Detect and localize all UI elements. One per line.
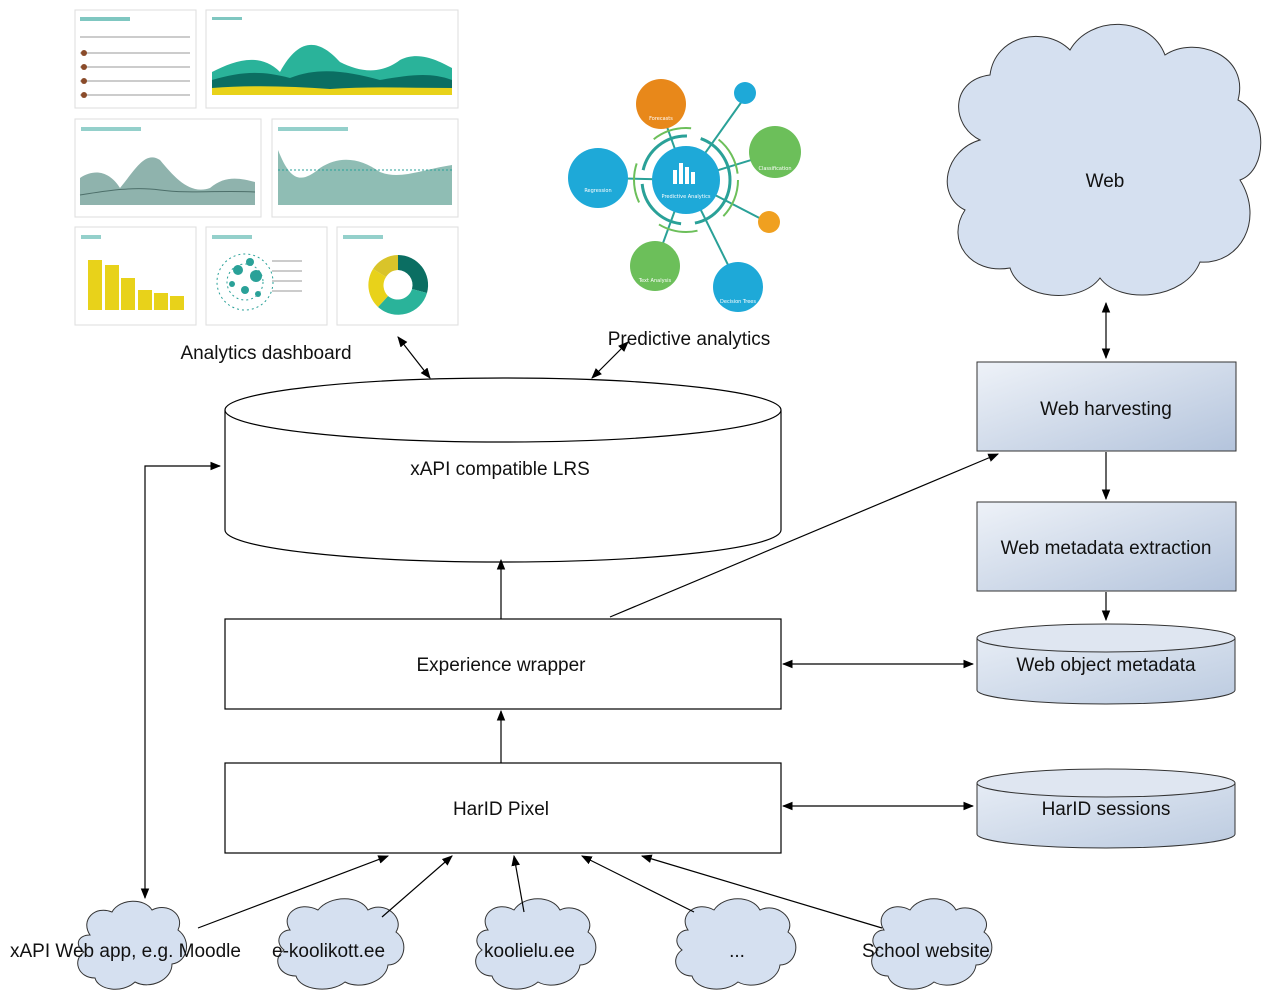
web-object-metadata-label: Web object metadata xyxy=(1016,655,1196,676)
harid-pixel-label: HarID Pixel xyxy=(453,799,549,820)
predictive-satellite-label: Text Analysis xyxy=(638,278,672,284)
predictive-satellite-label: Forecasts xyxy=(649,116,673,122)
source-cloud-xapi-app xyxy=(77,900,187,990)
predictive-satellite-label: Decision Trees xyxy=(720,299,756,305)
web-harvesting-box: Web harvesting xyxy=(976,361,1237,452)
web-metadata-extraction-label: Web metadata extraction xyxy=(1001,538,1212,559)
source-label-e-koolikott: e-koolikott.ee xyxy=(272,941,385,962)
source-label-school: School website xyxy=(862,941,990,962)
predictive-satellite-label: Classification xyxy=(758,166,791,172)
source-cloud-school xyxy=(871,898,993,990)
web-object-metadata-database: Web object metadata xyxy=(976,623,1236,705)
web-metadata-extraction-box: Web metadata extraction xyxy=(976,501,1237,592)
source-label-ellipsis: ... xyxy=(729,941,745,962)
predictive-satellite-label: Regression xyxy=(584,188,611,194)
source-cloud-koolielu xyxy=(475,898,597,990)
lrs-database: xAPI compatible LRS xyxy=(224,377,782,563)
predictive-analytics-label: Predictive analytics xyxy=(608,329,771,350)
source-label-xapi-app: xAPI Web app, e.g. Moodle xyxy=(10,941,241,962)
analytics-dashboard-image xyxy=(74,9,459,326)
web-harvesting-label: Web harvesting xyxy=(1040,399,1172,420)
source-cloud-ellipsis xyxy=(675,898,797,990)
predictive-analytics-image: Predictive Analytics Forecasts Classific… xyxy=(568,79,801,312)
experience-wrapper-label: Experience wrapper xyxy=(417,655,587,676)
source-label-koolielu: koolielu.ee xyxy=(484,941,575,962)
predictive-center-label: Predictive Analytics xyxy=(662,194,711,200)
analytics-dashboard-label: Analytics dashboard xyxy=(180,343,351,364)
harid-sessions-label: HarID sessions xyxy=(1042,799,1171,820)
lrs-label: xAPI compatible LRS xyxy=(410,459,590,480)
harid-sessions-database: HarID sessions xyxy=(976,768,1236,849)
connectors xyxy=(140,301,1111,929)
web-cloud: Web xyxy=(946,23,1262,296)
experience-wrapper-box: Experience wrapper xyxy=(224,618,782,710)
web-label: Web xyxy=(1086,171,1125,192)
source-cloud-e-koolikott xyxy=(277,898,405,990)
harid-pixel-box: HarID Pixel xyxy=(224,762,782,854)
